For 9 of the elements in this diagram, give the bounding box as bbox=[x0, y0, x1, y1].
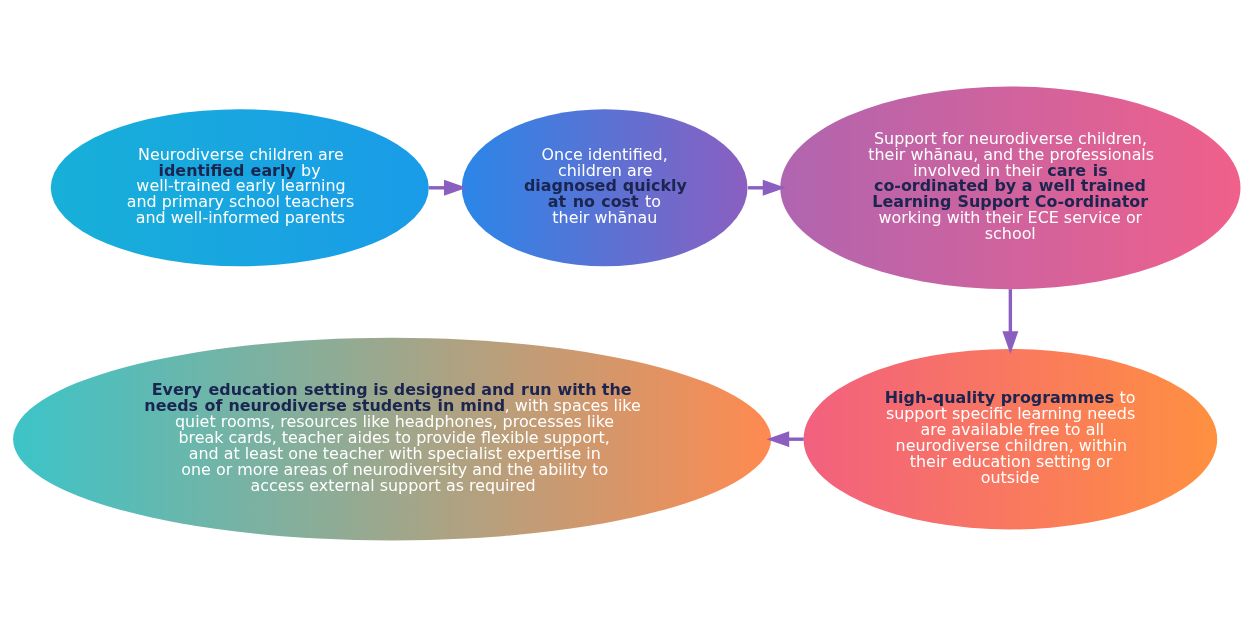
arrow bbox=[1002, 288, 1019, 354]
arrow bbox=[748, 179, 786, 196]
node-ellipse: Neurodiverse children are identified early by well-trained early learning and primary school teachers and well-informed parents bbox=[50, 108, 429, 266]
node-ellipse: High-quality programmes to support specific learning needs are available free to all neurodiverse children, within their education setting or outside bbox=[803, 348, 1218, 529]
node-ellipse: Every education setting is designed and run with the needs of neurodiverse students in mind, with spaces like quiet rooms, resources like headphones, processes like break cards, teacher aides to provide flexible support, and at least one teacher with specialist expertise in one or more areas of neurodiversity and the ability to access external support as required bbox=[13, 337, 772, 541]
node-ellipse: Support for neurodiverse children, their whānau, and the professionals involved in their care is co-ordinated by a well trained Learning Support Co-ordinator working with their ECE service or school bbox=[780, 85, 1241, 289]
arrow bbox=[429, 179, 467, 196]
arrow bbox=[766, 430, 804, 447]
node-ellipse: Once identified, children are diagnosed quickly at no cost to their whānau bbox=[461, 108, 748, 266]
